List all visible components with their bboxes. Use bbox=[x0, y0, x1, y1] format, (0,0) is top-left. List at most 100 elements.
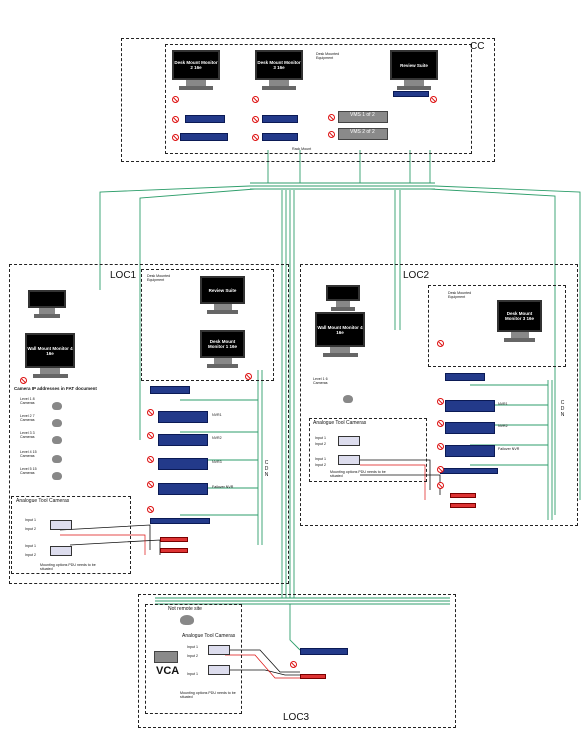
loc2-input-4: Input 2 bbox=[315, 463, 326, 467]
loc1-camera-bracket-2 bbox=[50, 546, 72, 556]
cc-rack-1 bbox=[185, 115, 225, 123]
loc2-switch bbox=[440, 468, 498, 474]
loc3-mounting-label: Mounting options PDU needs to be situate… bbox=[180, 691, 236, 700]
cc-vms2-label: VMS 2 of 2 bbox=[350, 129, 375, 135]
loc2-pdu-2 bbox=[450, 503, 476, 508]
loc1-pdu-2 bbox=[160, 548, 188, 553]
loc3-zone-label: LOC3 bbox=[283, 712, 310, 723]
loc2-input-2: Input 2 bbox=[315, 442, 326, 446]
cc-vms2-unit bbox=[338, 128, 388, 140]
cc-no-entry-icon-5 bbox=[252, 116, 259, 123]
loc1-nvr2-label: NVR2 bbox=[212, 436, 222, 440]
loc3-input-1: Input 1 bbox=[187, 645, 198, 649]
loc2-no-entry-icon bbox=[437, 420, 444, 427]
camera-icon bbox=[52, 402, 62, 410]
camera-icon bbox=[343, 395, 353, 403]
loc1-failover-label: Failover NVR bbox=[212, 485, 234, 489]
loc2-small-monitor bbox=[326, 285, 360, 311]
cc-no-entry-icon-6 bbox=[252, 134, 259, 141]
cc-no-entry-icon-4 bbox=[252, 96, 259, 103]
cc-no-entry-icon-8 bbox=[328, 131, 335, 138]
loc1-desk-box bbox=[141, 269, 274, 381]
loc2-rack-top bbox=[445, 373, 485, 381]
loc3-pdu bbox=[300, 674, 326, 679]
cc-no-entry-icon-3 bbox=[172, 134, 179, 141]
loc1-zone bbox=[9, 264, 289, 584]
loc1-level-2: Level 2 7 Cameras bbox=[20, 414, 35, 423]
loc1-no-entry-icon bbox=[20, 377, 27, 384]
camera-icon bbox=[52, 472, 62, 480]
loc2-small-monitor-screen bbox=[326, 285, 360, 301]
loc2-failover-label: Failover NVR bbox=[498, 447, 520, 451]
loc2-cdn-label: CDN bbox=[560, 400, 565, 418]
loc1-no-entry-icon bbox=[147, 409, 154, 416]
loc1-no-entry-icon bbox=[147, 432, 154, 439]
loc1-input-1: Input 1 bbox=[25, 518, 36, 522]
loc2-no-entry-icon bbox=[437, 466, 444, 473]
loc1-failover bbox=[158, 483, 208, 495]
cc-monitor-mid: Desk Mount Monitor 3 16e bbox=[255, 50, 303, 90]
loc1-nvr2 bbox=[158, 434, 208, 446]
loc3-vca-unit bbox=[154, 651, 178, 663]
loc1-analogue-box bbox=[11, 496, 131, 574]
loc1-desk-monitor-top: Review Suite bbox=[200, 276, 245, 314]
loc2-input-1: Input 1 bbox=[315, 436, 326, 440]
loc1-level-4: Level 4 15 Cameras bbox=[20, 450, 37, 459]
loc2-camera-bracket-1 bbox=[338, 436, 360, 446]
loc2-nvr1 bbox=[445, 400, 495, 412]
loc1-no-entry-icon bbox=[147, 456, 154, 463]
cc-rack-4 bbox=[262, 133, 298, 141]
loc1-level-5: Level 5 15 Cameras bbox=[20, 467, 37, 476]
loc1-wall-monitor: Wall Mount Monitor 4 16e bbox=[25, 333, 75, 378]
cc-monitor-left: Desk Mount Monitor 2 16e bbox=[172, 50, 220, 90]
loc1-analogue-header: Analogue Tool Cameras bbox=[16, 498, 70, 504]
cc-desk-equipment-label: Desk Mounted Equipment bbox=[316, 52, 340, 61]
cc-rack-3 bbox=[180, 133, 228, 141]
loc3-input-2: Input 2 bbox=[187, 654, 198, 658]
loc1-zone-label: LOC1 bbox=[110, 270, 137, 281]
loc2-level-label: Level 1 6 Cameras bbox=[313, 377, 328, 386]
loc2-wall-monitor-screen: Wall Mount Monitor 4 16e bbox=[315, 312, 365, 347]
loc1-level-3: Level 3 3 Cameras bbox=[20, 431, 35, 440]
loc1-desk-equipment-label: Desk Mounted Equipment bbox=[147, 274, 171, 283]
loc1-desk-monitor-bottom-screen: Desk Mount Monitor 1 16e bbox=[200, 330, 245, 358]
cc-no-entry-icon-9 bbox=[430, 96, 437, 103]
loc2-failover bbox=[445, 445, 495, 457]
cc-desk-box bbox=[165, 44, 472, 154]
loc2-zone-label: LOC2 bbox=[403, 270, 430, 281]
loc1-nvr3-label: NVR3 bbox=[212, 460, 222, 464]
loc1-input-4: Input 2 bbox=[25, 553, 36, 557]
loc2-nvr2-label: NVR2 bbox=[498, 424, 508, 428]
cc-zone-label: CC bbox=[470, 41, 485, 52]
loc3-switch bbox=[300, 648, 348, 655]
loc2-desk-monitor: Desk Mount Monitor 3 16e bbox=[497, 300, 542, 342]
camera-icon bbox=[52, 419, 62, 427]
loc2-desk-monitor-screen: Desk Mount Monitor 3 16e bbox=[497, 300, 542, 332]
loc1-no-entry-icon bbox=[147, 481, 154, 488]
loc1-small-monitor bbox=[28, 290, 66, 318]
loc2-nvr1-label: NVR1 bbox=[498, 402, 508, 406]
cc-monitor-right: Review Suite bbox=[390, 50, 438, 90]
loc2-zone bbox=[300, 264, 578, 526]
loc2-desk-equipment-label: Desk Mounted Equipment bbox=[448, 291, 472, 300]
loc3-no-entry-icon bbox=[290, 661, 297, 668]
loc2-analogue-box bbox=[309, 418, 427, 482]
camera-icon bbox=[180, 615, 194, 625]
loc1-rack-top bbox=[150, 386, 190, 394]
cc-rack-2 bbox=[262, 115, 298, 123]
loc2-nvr2 bbox=[445, 422, 495, 434]
loc3-header: Not remote site bbox=[168, 606, 202, 612]
loc2-mounting-label: Mounting options PDU needs to be situate… bbox=[330, 470, 386, 479]
cc-monitor-left-screen: Desk Mount Monitor 2 16e bbox=[172, 50, 220, 80]
loc3-vca-label: VCA bbox=[156, 665, 180, 677]
loc1-input-3: Input 1 bbox=[25, 544, 36, 548]
loc3-inner-box bbox=[145, 604, 242, 714]
cc-no-entry-icon-7 bbox=[328, 114, 335, 121]
loc1-mounting-label: Mounting options PDU needs to be situate… bbox=[40, 563, 96, 572]
cc-no-entry-icon-2 bbox=[172, 116, 179, 123]
cc-monitor-mid-screen: Desk Mount Monitor 3 16e bbox=[255, 50, 303, 80]
loc2-camera-bracket-2 bbox=[338, 455, 360, 465]
loc1-cdn-label: CDN bbox=[264, 460, 269, 478]
loc1-input-2: Input 2 bbox=[25, 527, 36, 531]
loc1-switch bbox=[150, 518, 210, 524]
